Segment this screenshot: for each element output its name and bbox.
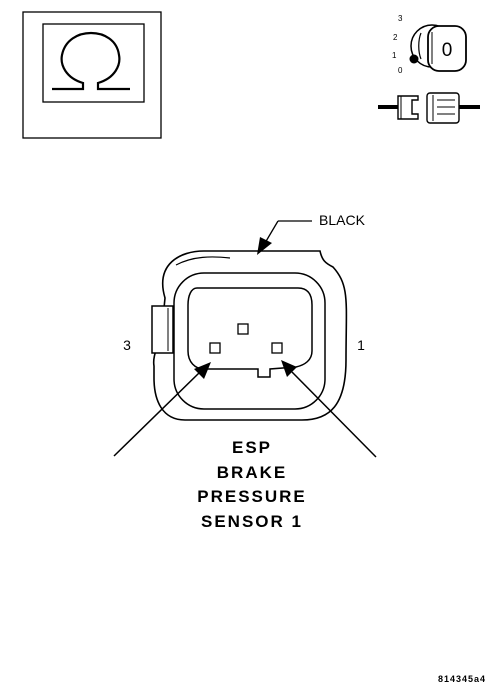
pin-cavity-2 bbox=[237, 323, 249, 335]
callout-arrow-right bbox=[281, 360, 377, 458]
key-position-0: 0 bbox=[398, 66, 403, 75]
connector-face bbox=[151, 250, 348, 421]
key-position-3: 3 bbox=[398, 14, 403, 23]
connector-mating-icon bbox=[378, 92, 480, 124]
component-title-line-1: ESP bbox=[232, 438, 272, 457]
component-title-line-2: BRAKE bbox=[217, 463, 287, 482]
component-title-line-3: PRESSURE bbox=[197, 487, 307, 506]
component-title-line-4: SENSOR 1 bbox=[201, 512, 303, 531]
figure-id: 814345a4 bbox=[438, 674, 486, 684]
component-title: ESP BRAKE PRESSURE SENSOR 1 bbox=[197, 438, 307, 531]
callout-arrow-left bbox=[113, 362, 211, 457]
pin-cavity-1 bbox=[271, 342, 283, 354]
wire-color-leader bbox=[257, 220, 312, 255]
ohmmeter-symbol-icon: Ω bbox=[22, 11, 162, 139]
pin-label-left: 3 bbox=[123, 337, 131, 353]
pin-label-right: 1 bbox=[357, 337, 365, 353]
ignition-key-icon: 3 2 1 0 0 bbox=[378, 14, 480, 124]
connector-cavity bbox=[187, 287, 313, 378]
key-position-2: 2 bbox=[393, 33, 398, 42]
key-face-label: 0 bbox=[442, 40, 453, 61]
connector-lock-tab bbox=[151, 305, 174, 354]
pin-cavity-3 bbox=[209, 342, 221, 354]
wire-color-label: BLACK bbox=[319, 212, 366, 228]
key-position-1: 1 bbox=[392, 51, 397, 60]
